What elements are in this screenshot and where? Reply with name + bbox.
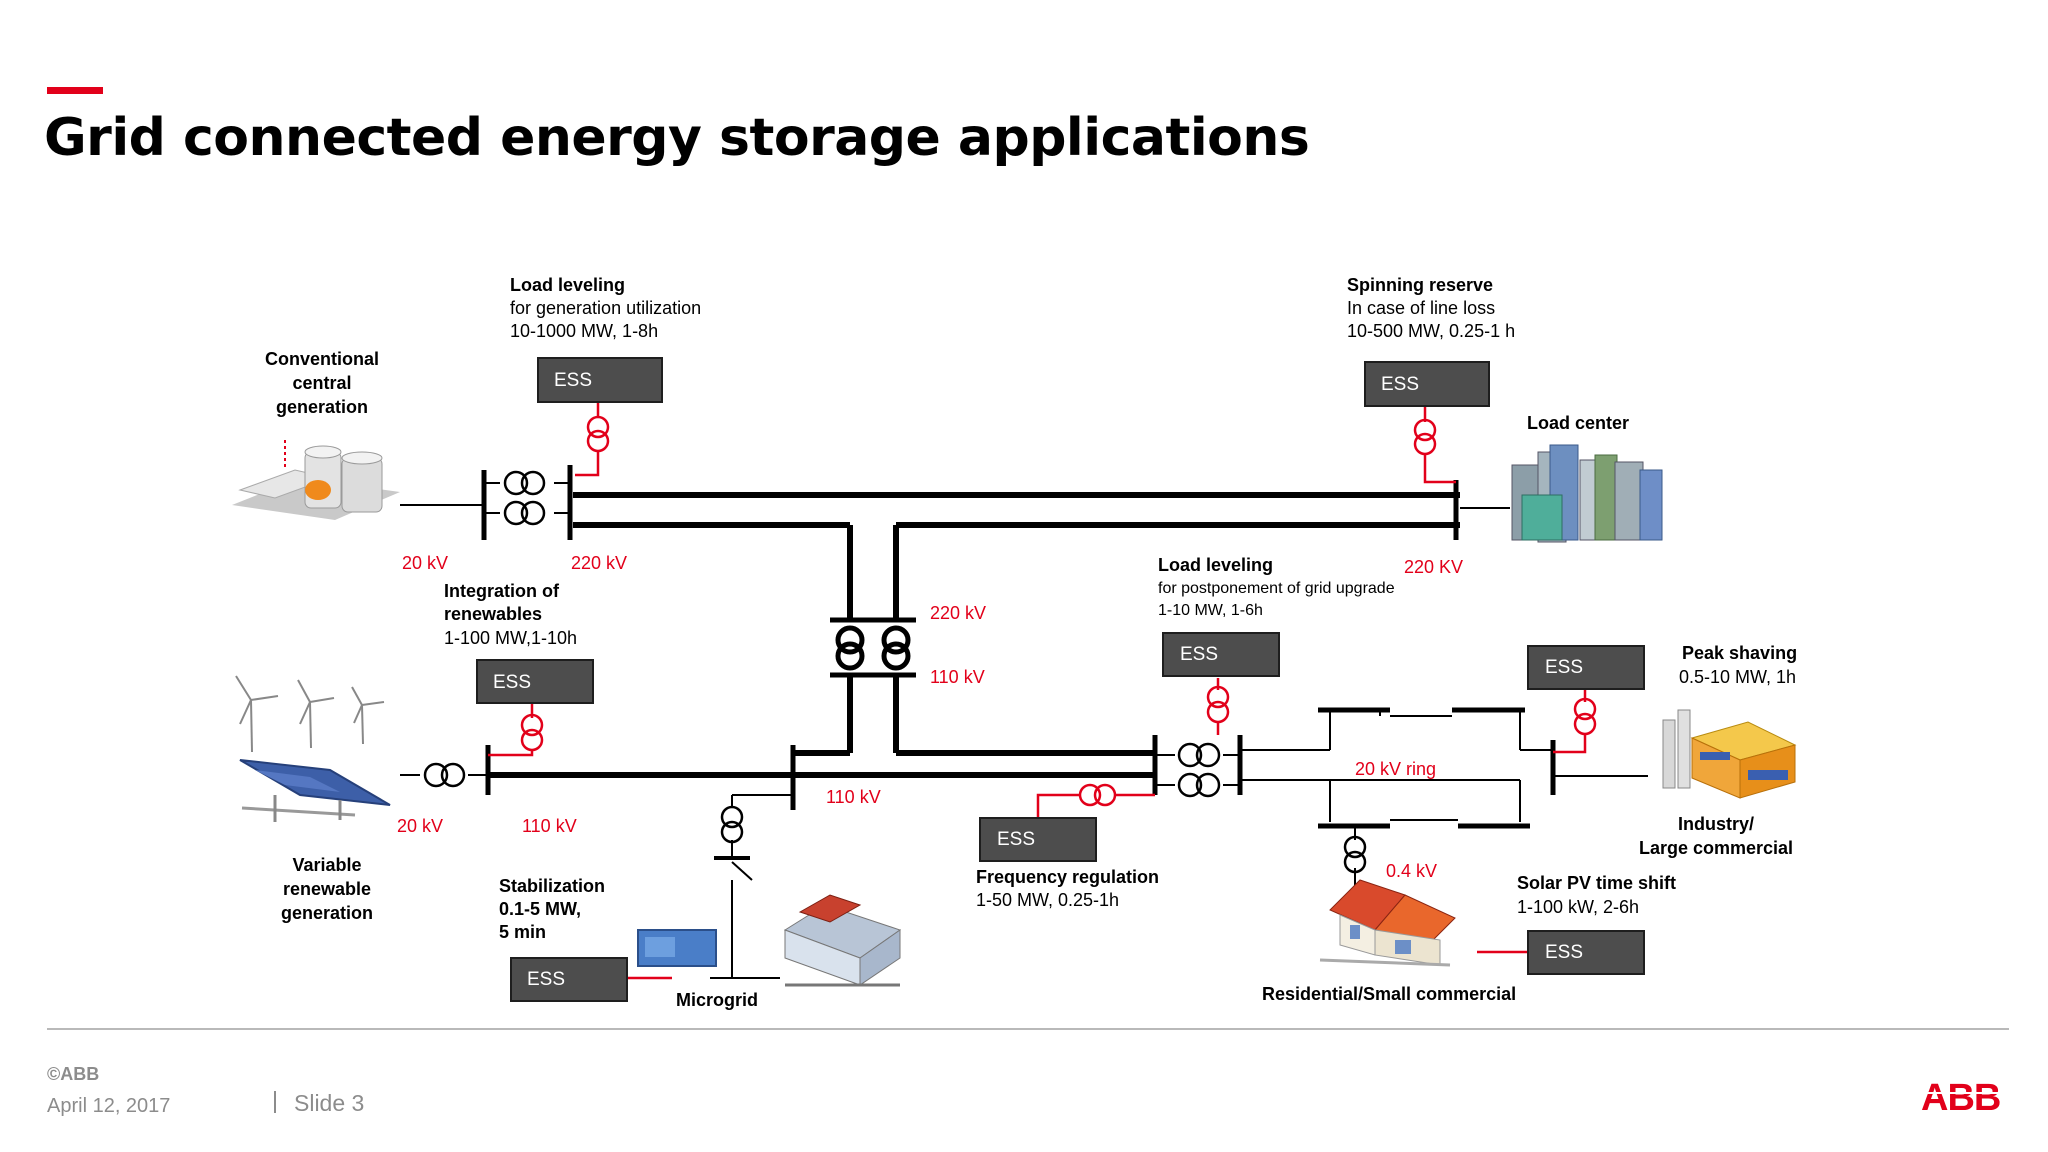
ess-box-peak-shaving: ESS — [1527, 645, 1645, 690]
industry-label: Industry/Large commercial — [1639, 814, 1793, 858]
integration-title1: Integration of — [444, 581, 560, 601]
title-accent-bar — [47, 87, 103, 94]
spinning-reserve-line1: In case of line loss — [1347, 298, 1495, 318]
voltage-04kv: 0.4 kV — [1386, 861, 1437, 881]
ess-label: ESS — [1545, 942, 1583, 963]
integration-line1: 1-100 MW,1-10h — [444, 628, 577, 648]
ess-label: ESS — [493, 672, 531, 693]
voltage-110kv-tx: 110 kV — [930, 667, 985, 687]
power-lines — [400, 465, 1648, 979]
ess-box-load-leveling-gen: ESS — [537, 357, 663, 403]
load-center-illustration — [1511, 444, 1663, 543]
ess-box-integration: ESS — [476, 659, 594, 704]
solar-shift-line1: 1-100 kW, 2-6h — [1517, 897, 1639, 917]
slide-date: April 12, 2017 — [47, 1095, 171, 1117]
transformer-symbols — [423, 470, 1367, 874]
ring-label: 20 kV ring — [1355, 759, 1436, 779]
footer-divider — [47, 1028, 2009, 1030]
ess-box-spinning-reserve: ESS — [1364, 361, 1490, 407]
solar-panels-illustration — [239, 759, 391, 822]
frequency-title: Frequency regulation — [976, 867, 1159, 887]
stabilization-title1: Stabilization — [499, 876, 605, 896]
ess-label: ESS — [997, 829, 1035, 850]
stabilization-title2: 0.1-5 MW, — [499, 899, 581, 919]
ess-box-solar-shift: ESS — [1527, 930, 1645, 975]
solar-shift-title: Solar PV time shift — [1517, 873, 1676, 893]
power-plant-illustration — [232, 440, 400, 520]
abb-logo-text: ABB — [1921, 1079, 2000, 1113]
voltage-20kv-ren: 20 kV — [397, 816, 443, 836]
voltage-220kv-gen: 220 kV — [571, 553, 627, 573]
voltage-110kv-mid: 110 kV — [826, 787, 881, 807]
slide-number: Slide 3 — [294, 1090, 365, 1116]
footer-separator — [274, 1091, 276, 1113]
voltage-20kv-gen: 20 kV — [402, 553, 448, 573]
stabilization-title3: 5 min — [499, 922, 546, 942]
copyright: ©ABB — [47, 1064, 100, 1084]
load-leveling-gen-line2: 10-1000 MW, 1-8h — [510, 321, 658, 341]
wind-turbines-illustration — [235, 675, 385, 753]
ess-box-stabilization: ESS — [510, 957, 628, 1002]
ess-connections — [488, 402, 1597, 980]
voltage-110kv-ren: 110 kV — [522, 816, 577, 836]
peak-shaving-title: Peak shaving — [1682, 643, 1797, 663]
ess-label: ESS — [527, 969, 565, 990]
load-leveling-gen-title: Load leveling — [510, 275, 625, 295]
spinning-reserve-line2: 10-500 MW, 0.25-1 h — [1347, 321, 1515, 341]
microgrid-label: Microgrid — [676, 990, 758, 1010]
house-illustration — [1319, 879, 1456, 967]
spinning-reserve-title: Spinning reserve — [1347, 275, 1493, 295]
peak-shaving-line1: 0.5-10 MW, 1h — [1679, 667, 1796, 687]
ess-label: ESS — [554, 370, 592, 391]
voltage-220kv-tx: 220 kV — [930, 603, 986, 623]
voltage-220kv-load: 220 KV — [1404, 557, 1463, 577]
load-leveling-grid-line2: 1-10 MW, 1-6h — [1158, 602, 1263, 619]
frequency-line1: 1-50 MW, 0.25-1h — [976, 890, 1119, 910]
ess-label: ESS — [1381, 374, 1419, 395]
load-leveling-grid-title: Load leveling — [1158, 555, 1273, 575]
ess-label: ESS — [1545, 657, 1583, 678]
ess-box-frequency: ESS — [979, 817, 1097, 862]
residential-label: Residential/Small commercial — [1262, 984, 1516, 1004]
load-leveling-grid-line1: for postponement of grid upgrade — [1158, 580, 1395, 597]
ess-box-load-leveling-grid: ESS — [1162, 632, 1280, 677]
ess-label: ESS — [1180, 644, 1218, 665]
load-center-label: Load center — [1527, 413, 1629, 433]
integration-title2: renewables — [444, 604, 542, 624]
factory-illustration — [1662, 709, 1797, 799]
slide-title: Grid connected energy storage applicatio… — [44, 108, 1310, 168]
abb-logo: ABB — [1921, 1079, 2007, 1113]
microgrid-illustration — [637, 894, 902, 987]
load-leveling-gen-line1: for generation utilization — [510, 298, 701, 318]
